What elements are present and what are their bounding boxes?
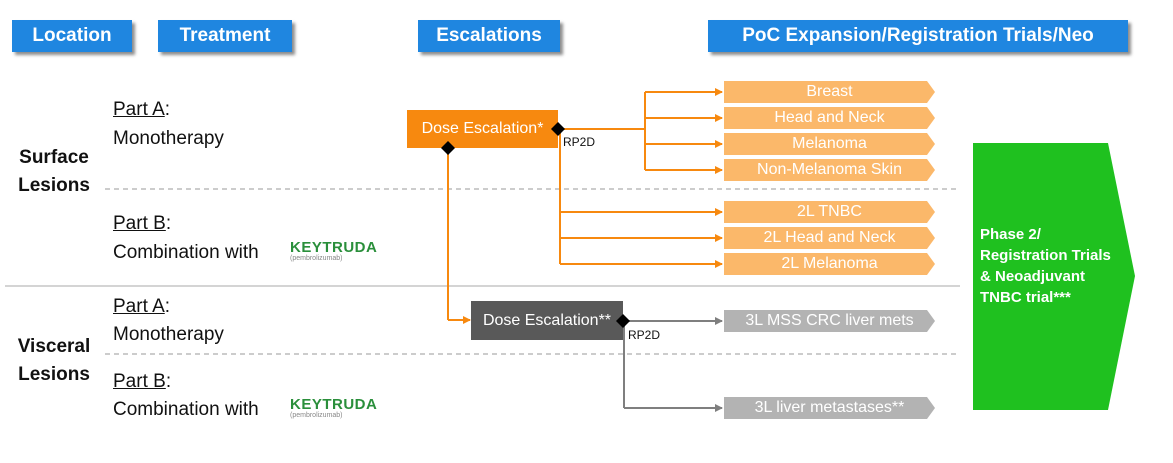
header-escalations: Escalations [418,20,560,52]
row-label-surface-line2: Lesions [18,175,90,196]
surface-part-a-desc: Monotherapy [113,128,224,149]
dose-escalation-surface: Dose Escalation* [407,110,558,148]
chevron-breast [724,81,935,103]
visceral-part-b-desc: Combination with [113,399,259,420]
keytruda-logo-surface: KEYTRUDA (pembrolizumab) [290,240,377,263]
diamond-surface-rp2d [551,122,565,136]
chevron-head-neck [724,107,935,129]
phase2-line4: TNBC trial*** [980,289,1071,306]
chevron-2l-tnbc [724,201,935,223]
indication-3l-crc: 3L MSS CRC liver mets [745,312,914,329]
indication-3l-liver: 3L liver metastases** [754,399,905,416]
visceral-part-b-label: Part B [113,371,166,392]
rp2d-visceral-label: RP2D [628,328,661,342]
visceral-part-b-colon: : [165,371,172,392]
keytruda-name-visceral: KEYTRUDA [290,396,378,413]
phase2-line3: & Neoadjuvant [980,268,1086,285]
phase2-line2: Registration Trials [980,247,1111,264]
chevron-2l-head-neck [724,227,935,249]
surface-part-b-colon: : [165,213,172,234]
surface-part-b-label: Part B [113,213,166,234]
surface-part-a-label: Part A [113,99,165,120]
phase2-line1: Phase 2/ [980,226,1041,243]
chevron-3l-liver [724,397,935,419]
visceral-part-a-colon: : [164,296,171,317]
dose-escalation-visceral: Dose Escalation** [471,301,623,340]
visceral-part-a-label: Part A [113,296,165,317]
keytruda-name-surface: KEYTRUDA [290,239,378,256]
indication-2l-head-neck: 2L Head and Neck [763,229,896,246]
indication-2l-tnbc: 2L TNBC [797,203,862,220]
rp2d-surface-label: RP2D [563,135,596,149]
phase2-arrow [973,143,1135,410]
visceral-part-a-desc: Monotherapy [113,324,224,345]
row-label-surface: Surface Lesions [12,144,96,200]
visceral-part-a-title: Part A: [113,296,170,318]
keytruda-sub-surface: (pembrolizumab) [290,255,343,262]
keytruda-logo-visceral: KEYTRUDA (pembrolizumab) [290,397,377,420]
chevron-3l-crc [724,310,935,332]
header-expansion: PoC Expansion/Registration Trials/Neo [708,20,1128,52]
diamond-surface-bottom [441,141,455,155]
surface-part-a-colon: : [164,99,171,120]
row-label-visceral-line2: Lesions [18,364,90,385]
diamond-visceral-rp2d [616,314,630,328]
indication-nonmelanoma: Non-Melanoma Skin [757,161,902,178]
indication-head-neck: Head and Neck [774,109,885,126]
header-location: Location [12,20,132,52]
surface-part-b-title: Part B: [113,213,171,235]
surface-part-a-title: Part A: [113,99,170,121]
visceral-part-b-title: Part B: [113,371,171,393]
row-label-visceral-line1: Visceral [17,336,91,357]
phase2-label: Phase 2/ Registration Trials & Neoadjuva… [980,224,1140,308]
keytruda-sub-visceral: (pembrolizumab) [290,412,343,419]
indication-2l-melanoma: 2L Melanoma [781,255,878,272]
row-label-visceral: Visceral Lesions [10,333,98,389]
chevron-nonmelanoma [724,159,935,181]
row-label-surface-line1: Surface [19,147,89,168]
chevron-melanoma [724,133,935,155]
indication-melanoma: Melanoma [792,135,867,152]
chevron-2l-melanoma [724,253,935,275]
surface-part-b-desc: Combination with [113,242,259,263]
indication-breast: Breast [806,83,853,100]
header-treatment: Treatment [158,20,292,52]
